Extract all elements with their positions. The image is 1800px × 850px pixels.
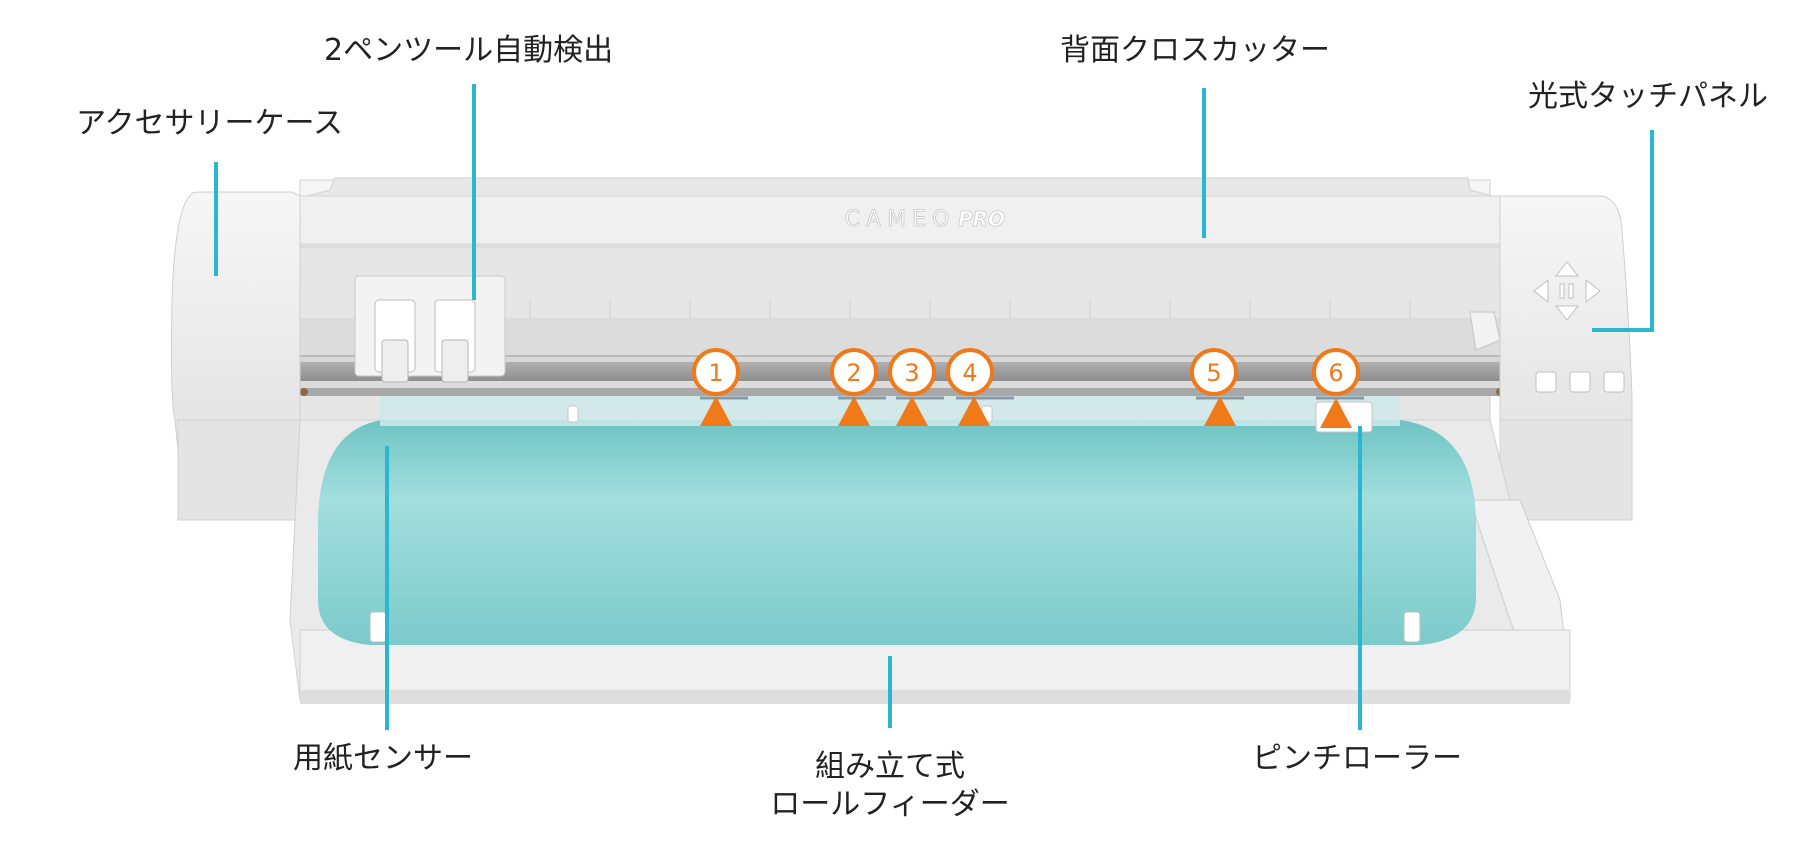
leader-lines — [214, 84, 1654, 730]
label-cross-cutter: 背面クロスカッター — [1060, 33, 1330, 68]
marker-4: 4 — [946, 348, 994, 426]
marker-4-label: 4 — [962, 359, 977, 387]
accessory-case-base — [177, 419, 301, 521]
back-wall-ribs — [529, 300, 1411, 318]
label-touch-panel: 光式タッチパネル — [1528, 79, 1768, 114]
marker-2: 2 — [830, 348, 878, 426]
marker-3-label: 3 — [904, 359, 919, 387]
media-sheet-top — [380, 396, 1400, 426]
label-pinch-roller: ピンチローラー — [1252, 741, 1462, 776]
marker-3: 3 — [888, 348, 936, 426]
marker-6: 6 — [1312, 348, 1360, 428]
media-roll — [318, 420, 1476, 645]
leader-touch-panel — [1592, 130, 1654, 332]
brand-logo-suffix: PRO — [958, 207, 1005, 231]
label-accessory-case: アクセサリーケース — [76, 106, 343, 141]
label-paper-sensor: 用紙センサー — [293, 741, 473, 776]
marker-6-label: 6 — [1328, 359, 1343, 387]
feeder-front-lip — [300, 690, 1570, 704]
label-roll-feeder-line2: ロールフィーダー — [770, 787, 1010, 822]
label-roll-feeder: 組み立て式 ロールフィーダー — [740, 748, 1040, 824]
roller-markers: 1 2 3 4 5 6 — [692, 348, 1360, 428]
control-panel-base — [1499, 419, 1633, 521]
roll-end-left — [369, 611, 387, 643]
touch-panel-icons — [1533, 261, 1625, 393]
small-clip — [567, 405, 579, 423]
roll-end-right — [1403, 611, 1421, 643]
top-cover — [299, 177, 1501, 199]
tool-tip-1 — [381, 339, 409, 383]
marker-1: 1 — [692, 348, 740, 426]
upper-cover-panel — [294, 195, 1511, 245]
brand-logo: CAMEO — [845, 207, 956, 232]
label-roll-feeder-line1: 組み立て式 — [815, 749, 965, 784]
label-pen-tool-detect: 2ペンツール自動検出 — [324, 33, 614, 68]
marker-5-label: 5 — [1206, 359, 1221, 387]
rail-screw-left — [300, 388, 308, 396]
tool-tip-2 — [441, 339, 469, 383]
marker-1-label: 1 — [708, 359, 723, 387]
marker-2-label: 2 — [846, 359, 861, 387]
marker-5: 5 — [1190, 348, 1238, 426]
